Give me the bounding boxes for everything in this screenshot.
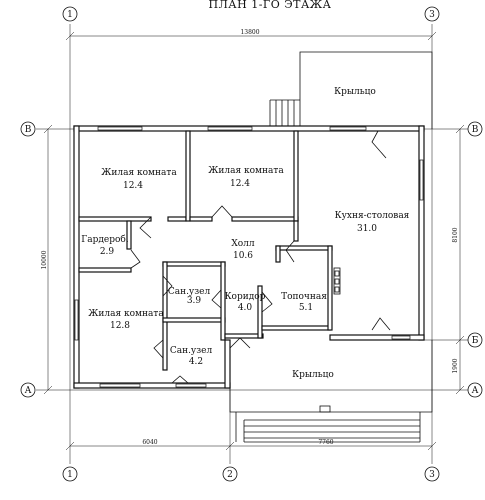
dim-right-small: 1900 — [452, 358, 459, 373]
room-labels: Жилая комната 12.4 Жилая комната 12.4 Ку… — [81, 166, 409, 380]
room-hall-area: 10.6 — [233, 251, 253, 261]
dimension-lines — [43, 31, 465, 451]
axis-markers: 1 3 1 2 3 В А В Б А — [20, 6, 483, 482]
axis-right-upper: В — [472, 125, 479, 135]
bottom-porch — [229, 340, 433, 443]
room-living1-name: Жилая комната — [101, 168, 177, 178]
axis-right-lower: А — [472, 386, 479, 396]
dim-bottom-left: 6040 — [142, 439, 157, 446]
top-porch — [269, 51, 433, 129]
room-porch-bottom-name: Крыльцо — [292, 370, 334, 380]
room-living3-name: Жилая комната — [88, 309, 164, 319]
room-porch-top-name: Крыльцо — [334, 87, 376, 97]
room-bath2-name: Сан.узел — [170, 346, 213, 356]
interior-walls — [78, 130, 333, 371]
room-living3-area: 12.8 — [110, 321, 130, 331]
room-living1-area: 12.4 — [123, 181, 143, 191]
dim-overall-height: 10000 — [41, 250, 48, 269]
room-boiler-area: 5.1 — [299, 303, 313, 313]
dim-bottom-right: 7760 — [318, 439, 333, 446]
windows — [74, 126, 424, 388]
axis-bottom-mid: 2 — [227, 470, 233, 480]
boiler-equipment — [333, 267, 341, 295]
room-living2-area: 12.4 — [230, 179, 250, 189]
room-kitchen-name: Кухня-столовая — [335, 211, 410, 221]
room-living2-name: Жилая комната — [208, 166, 284, 176]
room-corridor-name: Коридор — [225, 292, 266, 302]
axis-top-left: 1 — [67, 10, 73, 20]
room-bath2-area: 4.2 — [189, 357, 203, 367]
room-kitchen-area: 31.0 — [357, 224, 377, 234]
plan-title: ПЛАН 1-ГО ЭТАЖА — [209, 0, 332, 11]
room-boiler-name: Топочная — [281, 292, 327, 302]
room-hall-name: Холл — [231, 239, 255, 249]
room-corridor-area: 4.0 — [238, 303, 253, 313]
axis-left-lower: А — [25, 386, 32, 396]
room-wardrobe-name: Гардероб. — [81, 234, 129, 245]
dim-overall-width: 13800 — [240, 29, 259, 36]
axis-top-right: 3 — [429, 10, 435, 20]
dim-right-height: 8100 — [452, 227, 459, 242]
doors — [130, 130, 391, 384]
room-bath1-name: Сан.узел — [168, 287, 211, 297]
room-wardrobe-area: 2.9 — [100, 247, 115, 257]
axis-right-mid: Б — [472, 336, 479, 346]
axis-bottom-left: 1 — [67, 470, 73, 480]
room-bath1-area: 3.9 — [187, 296, 202, 306]
axis-bottom-right: 3 — [429, 470, 435, 480]
axis-left-upper: В — [25, 125, 32, 135]
